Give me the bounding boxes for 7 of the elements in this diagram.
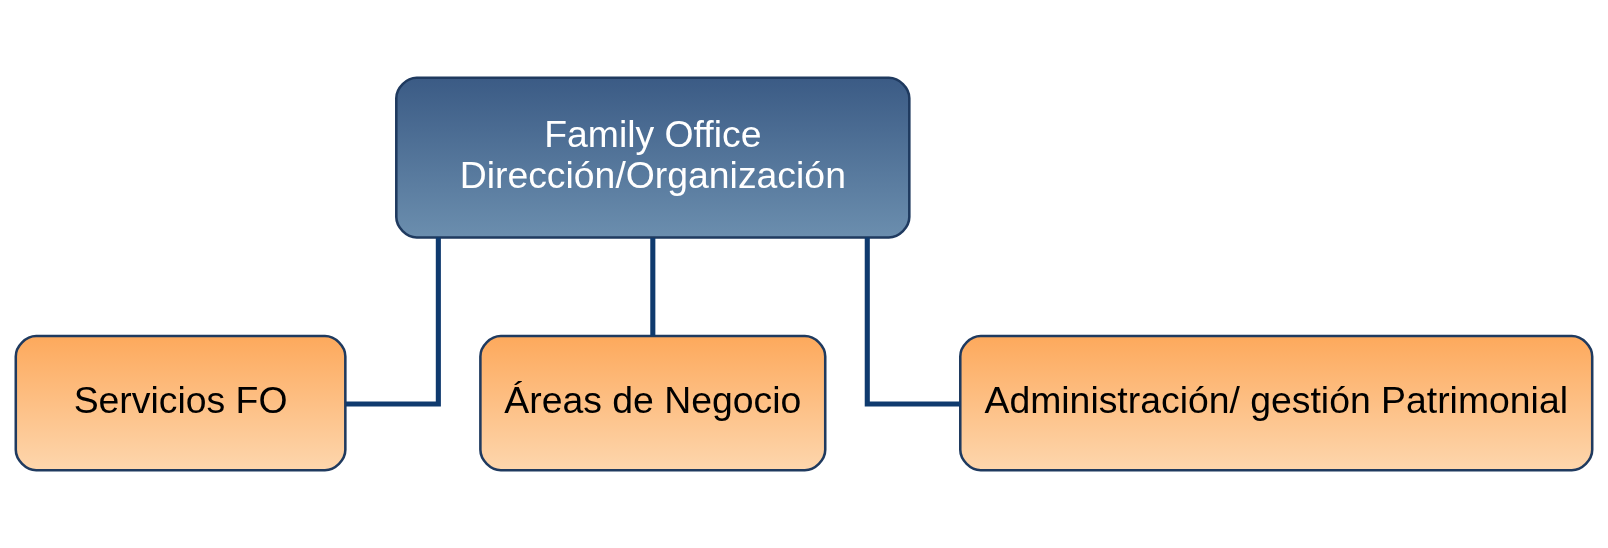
node-box: Family Office Dirección/Organización xyxy=(395,76,911,239)
connector xyxy=(650,238,656,336)
connector xyxy=(346,237,441,407)
node-box: Áreas de Negocio xyxy=(479,334,827,472)
node-box: Administración/ gestión Patrimonial xyxy=(959,334,1594,472)
connector xyxy=(864,237,961,407)
node-box: Servicios FO xyxy=(14,334,347,472)
